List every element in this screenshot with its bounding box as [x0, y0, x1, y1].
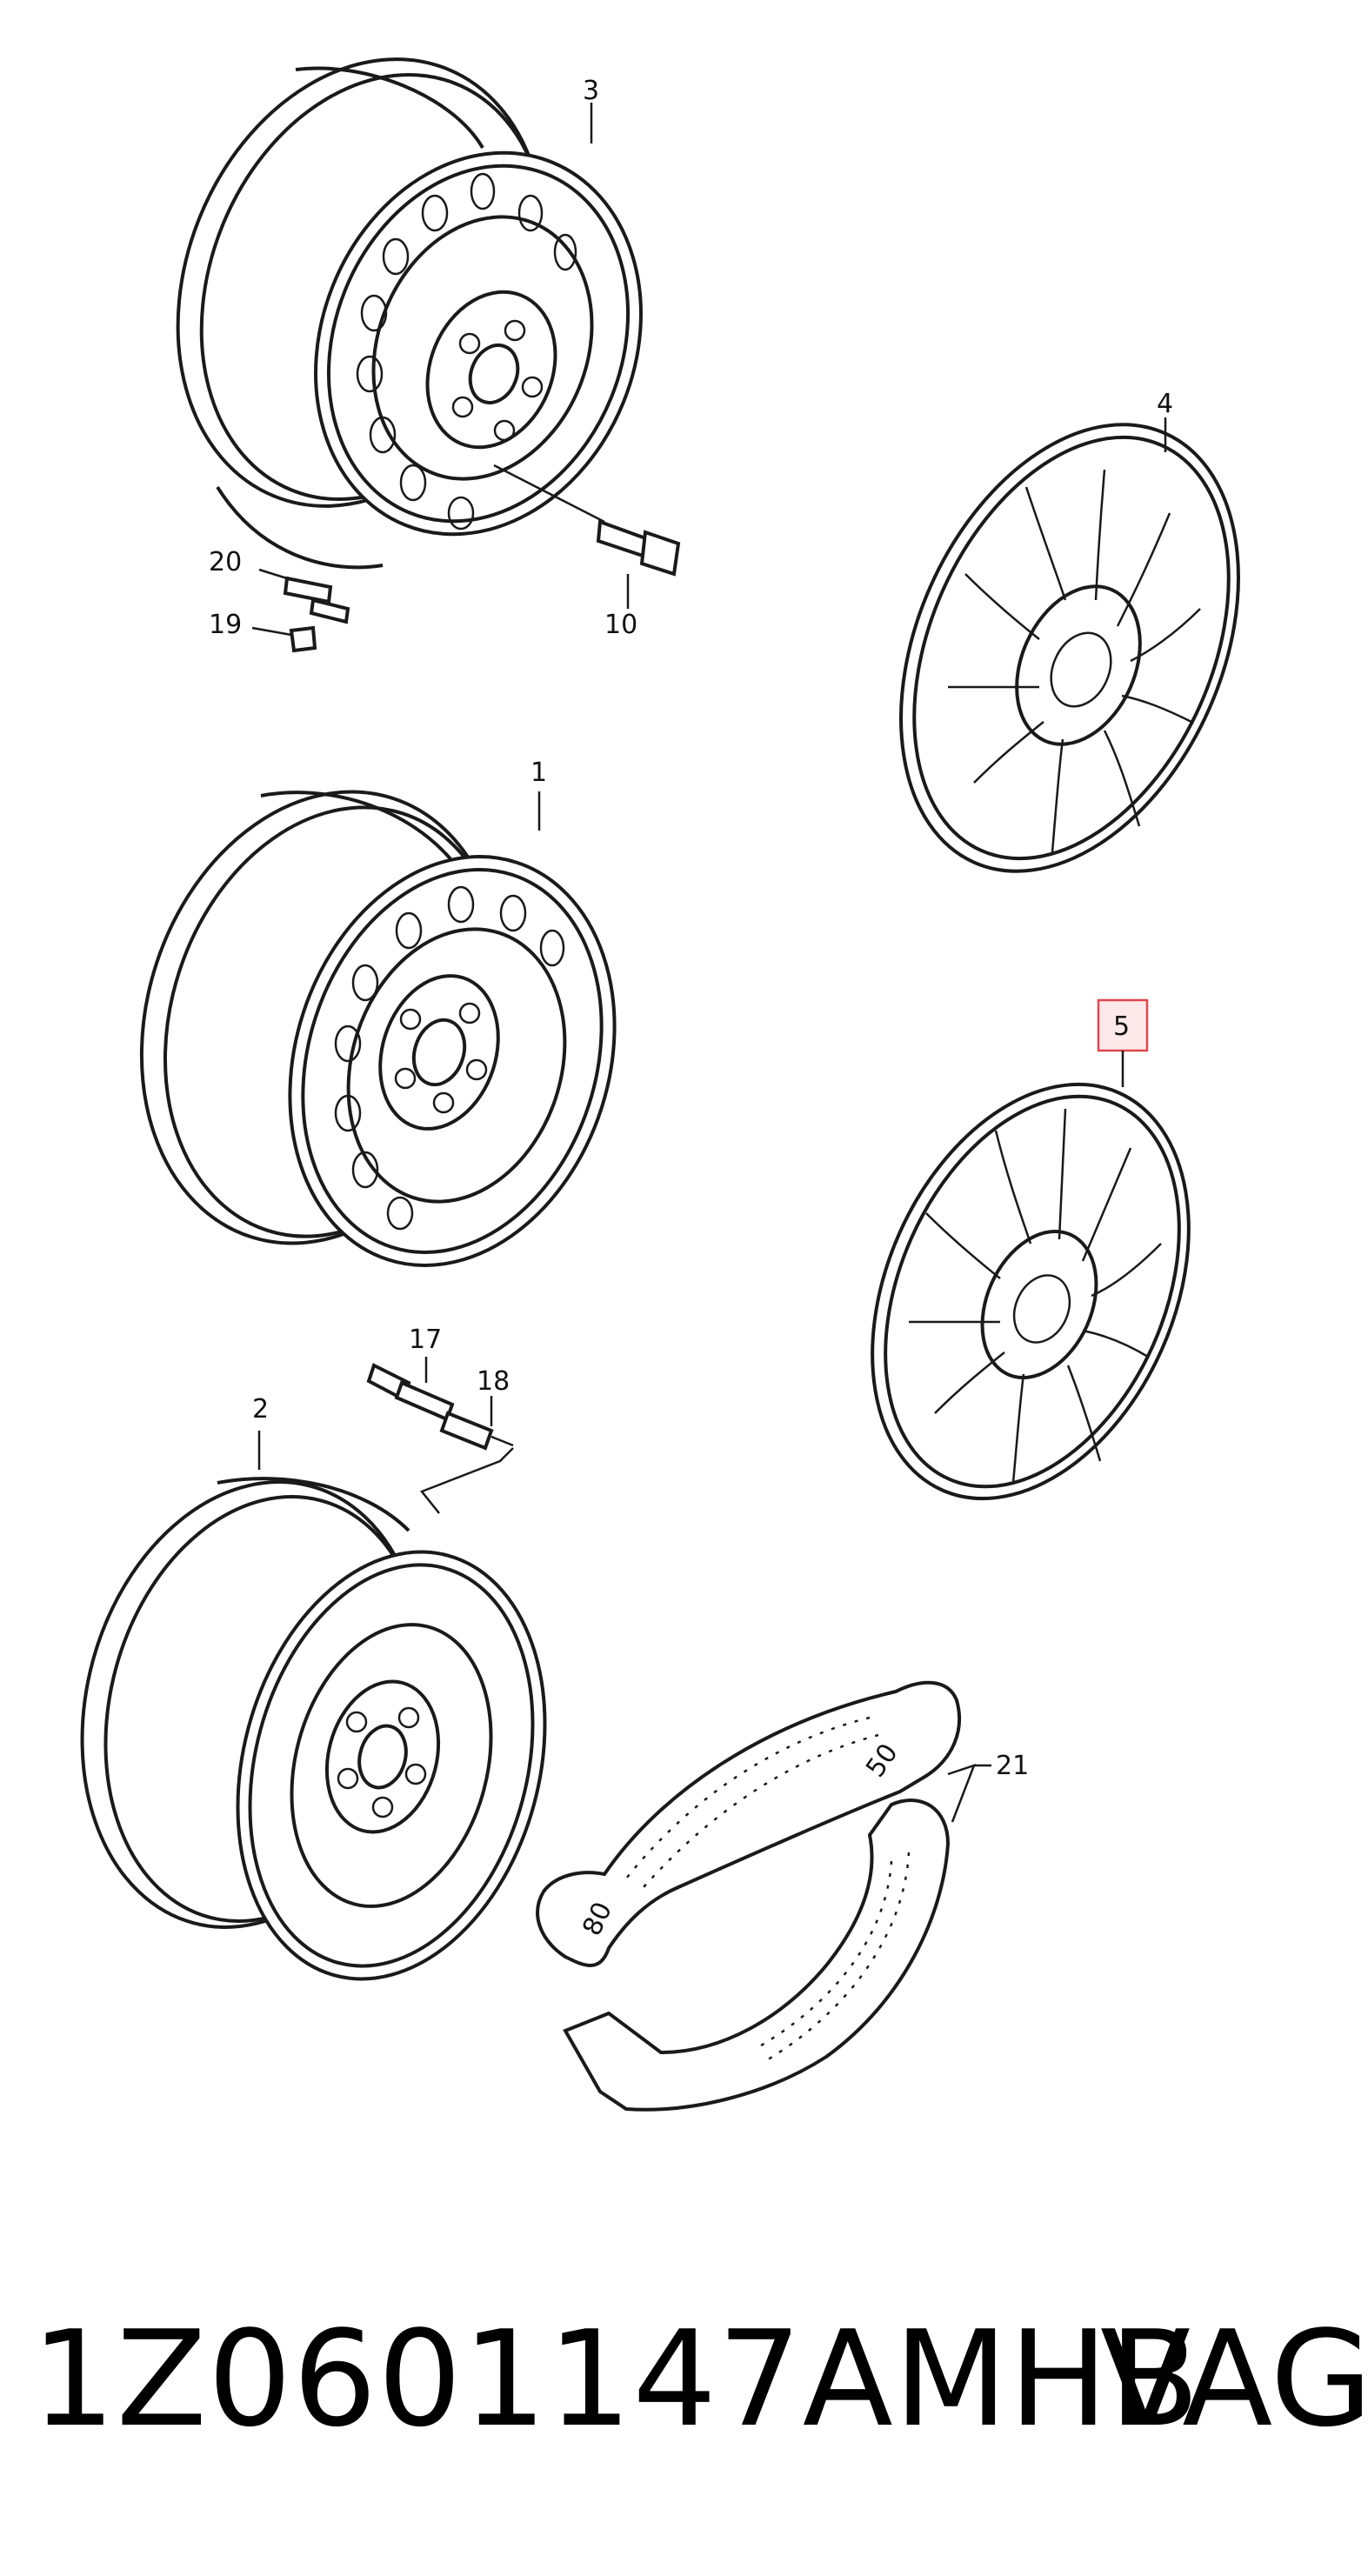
steel-wheel-1 [139, 790, 617, 1267]
gauge-21 [536, 1680, 991, 2112]
callout-4: 4 [1157, 389, 1173, 419]
steel-wheel-2 [80, 1431, 547, 1981]
callout-21: 21 [996, 1751, 1029, 1781]
balance-weight-20 [283, 576, 350, 624]
callout-5: 5 [1113, 1011, 1130, 1042]
valve-18 [439, 1411, 514, 1451]
callout-10: 10 [604, 610, 637, 640]
wheel-cover-4 [899, 417, 1240, 873]
wheel-cover-5 [871, 1082, 1191, 1501]
callout-19: 19 [209, 610, 242, 640]
part-number: 1Z0601147AMHB [31, 2302, 1201, 2456]
callout-3: 3 [583, 76, 599, 106]
callout-1: 1 [531, 757, 547, 788]
callout-2: 2 [252, 1394, 269, 1425]
callout-18: 18 [477, 1366, 510, 1397]
balance-weight-19 [289, 625, 317, 653]
callout-17: 17 [409, 1325, 442, 1355]
callout-5-highlight [1097, 998, 1149, 1087]
valve-17 [366, 1363, 455, 1422]
brand-label: VAG [1100, 2302, 1368, 2456]
wheel-bolt-10 [596, 519, 681, 577]
steel-wheel-3 [176, 57, 681, 653]
callout-20: 20 [209, 547, 242, 577]
